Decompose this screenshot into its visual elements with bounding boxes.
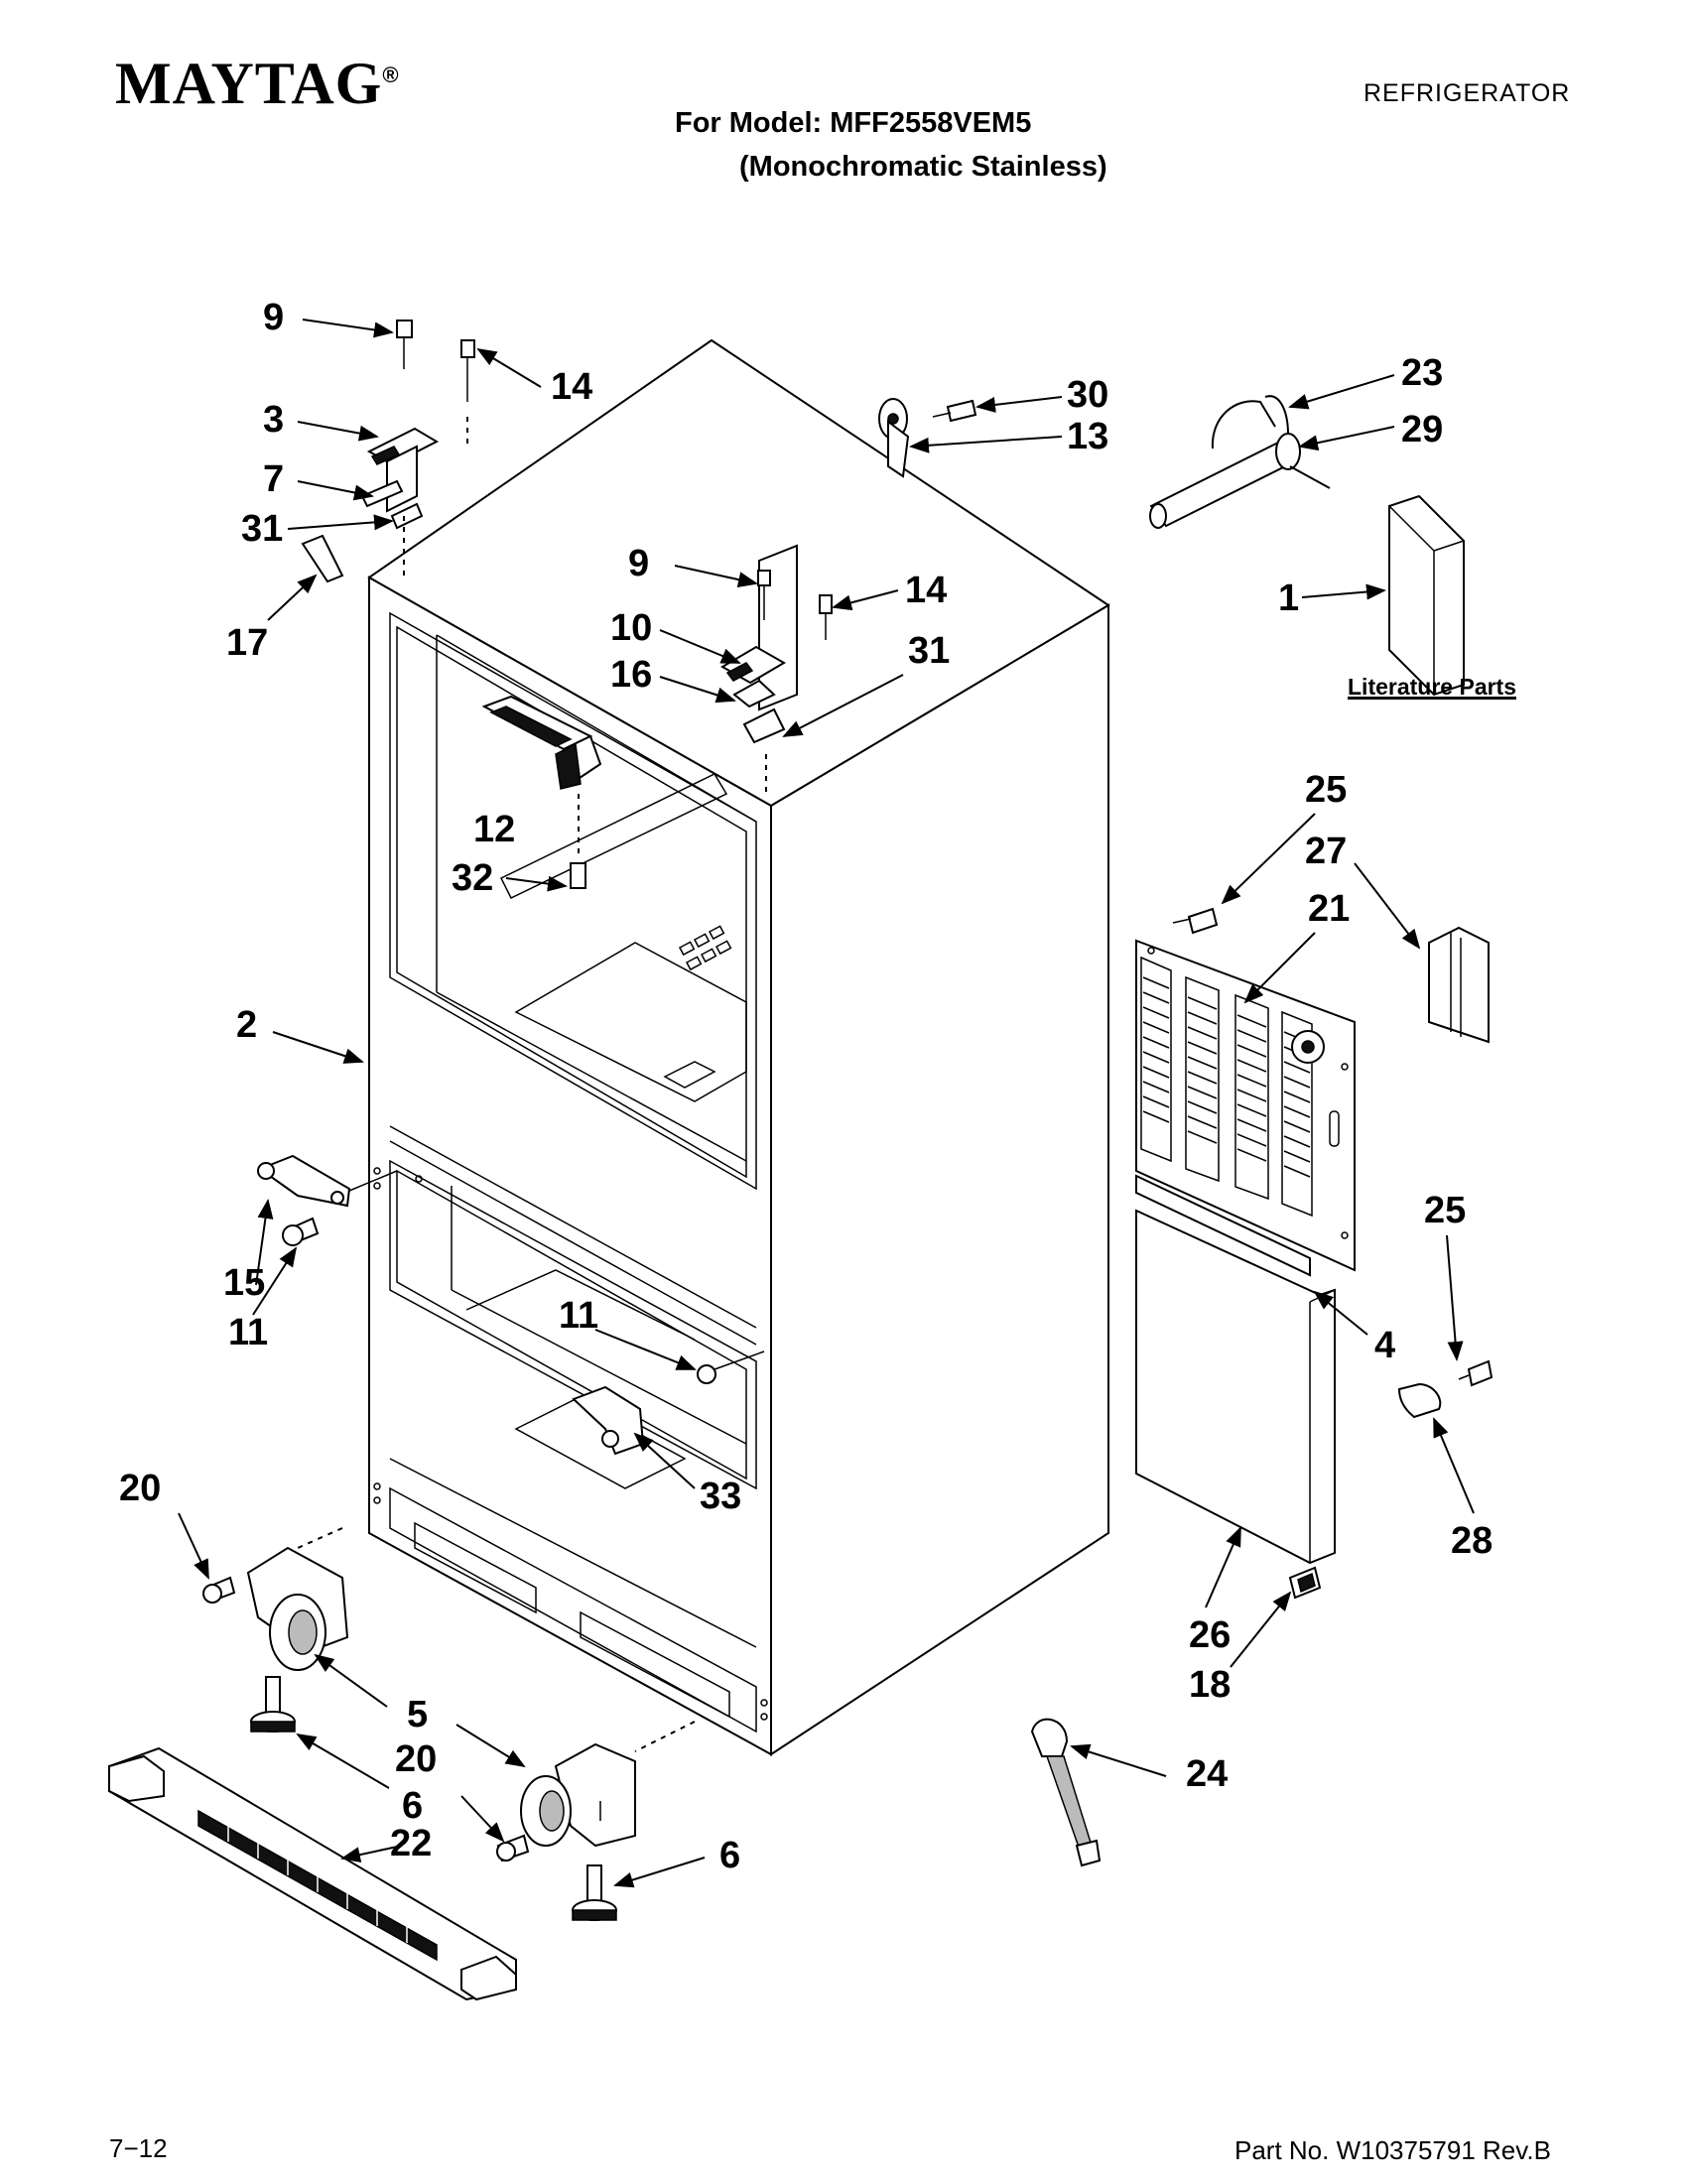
callout-15: 15 (223, 1262, 265, 1304)
model-line: For Model: MFF2558VEM5 (675, 107, 1032, 139)
part-20-screw-left (202, 1576, 236, 1604)
callout-9-right: 9 (628, 543, 649, 584)
callout-11-right: 11 (559, 1295, 598, 1337)
callout-17: 17 (226, 622, 268, 664)
callout-10: 10 (610, 607, 652, 649)
cabinet (367, 338, 1110, 1756)
callout-2: 2 (236, 1004, 257, 1046)
part-12 (481, 695, 602, 889)
part-11-screw-right (697, 1350, 765, 1384)
part-number: Part No. W10375791 Rev.B (1234, 2135, 1551, 2165)
callout-4: 4 (1374, 1325, 1395, 1366)
part-20-screw-right (496, 1834, 530, 1863)
callout-22: 22 (390, 1823, 432, 1864)
callout-12: 12 (473, 809, 515, 850)
part-27-clip (1428, 926, 1490, 1044)
callout-16: 16 (610, 654, 652, 696)
part-4-strip (1135, 1174, 1311, 1277)
callout-20-right: 20 (395, 1738, 437, 1780)
literature-book (1388, 494, 1465, 697)
page-number: 7−12 (109, 2133, 168, 2163)
callout-24: 24 (1186, 1753, 1228, 1795)
callout-6-left: 6 (402, 1785, 423, 1827)
part-17 (301, 534, 344, 583)
part-11-screw-left (282, 1217, 320, 1246)
part-13 (878, 398, 977, 478)
callout-25-bottom: 25 (1424, 1190, 1466, 1231)
callout-31: 31 (241, 508, 283, 550)
brand-logo: MAYTAG® (115, 50, 400, 118)
part-23-tube (1149, 395, 1331, 529)
callout-1: 1 (1278, 578, 1299, 619)
callout-29: 29 (1401, 409, 1443, 450)
part-18 (1288, 1566, 1322, 1600)
callout-14-right: 14 (905, 570, 947, 611)
callout-3: 3 (263, 399, 284, 441)
part-25-screw-top (1172, 907, 1219, 935)
callout-33: 33 (700, 1476, 741, 1517)
callout-23: 23 (1401, 352, 1443, 394)
part-6-leveler-right (572, 1864, 617, 1921)
registered-mark: ® (382, 63, 400, 87)
part-21-grille (1135, 939, 1356, 1272)
literature-parts-label: Literature Parts (1348, 674, 1516, 700)
callout-28: 28 (1451, 1520, 1493, 1562)
leader-lines (178, 319, 1475, 1888)
callout-32: 32 (452, 857, 493, 899)
callout-18: 18 (1189, 1664, 1231, 1706)
callout-25-top: 25 (1305, 769, 1347, 811)
callout-6-right: 6 (719, 1835, 740, 1876)
part-5-roller-left (246, 1527, 349, 1671)
callout-20-left: 20 (119, 1468, 161, 1509)
part-6-leveler-left (250, 1676, 296, 1733)
callout-31-right: 31 (908, 630, 950, 672)
callout-27: 27 (1305, 831, 1347, 872)
callout-30: 30 (1067, 374, 1108, 416)
part-22-toe-grille (108, 1746, 517, 2001)
part-5-roller-right (520, 1721, 696, 1848)
callout-9: 9 (263, 297, 284, 338)
top-hinge-left (360, 320, 475, 578)
part-15-bracket (257, 1154, 398, 1208)
callout-26: 26 (1189, 1614, 1231, 1656)
callout-14: 14 (551, 366, 592, 408)
callout-7: 7 (263, 458, 284, 500)
brand-name: MAYTAG (115, 51, 383, 116)
callout-5: 5 (407, 1694, 428, 1735)
category-label: REFRIGERATOR (1363, 79, 1571, 107)
callout-11-left: 11 (228, 1312, 268, 1353)
part-28-clamp (1397, 1359, 1493, 1419)
callout-21: 21 (1308, 888, 1350, 930)
callouts: 9 14 3 7 31 17 30 13 23 29 1 Literature … (119, 297, 1516, 1876)
part-24-tool (1030, 1718, 1102, 1867)
callout-13: 13 (1067, 416, 1108, 457)
finish-line: (Monochromatic Stainless) (739, 151, 1107, 183)
